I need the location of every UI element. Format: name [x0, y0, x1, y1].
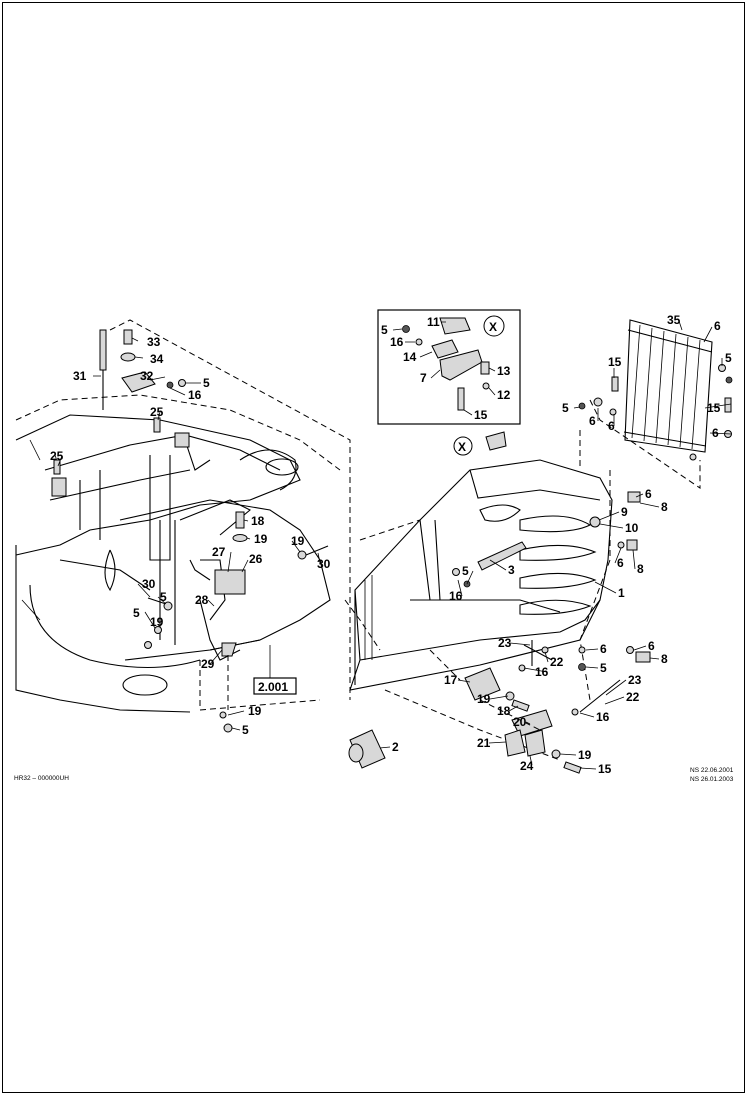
label-5: 5	[562, 401, 569, 415]
label-13: 13	[497, 364, 511, 378]
label-19: 19	[291, 534, 305, 548]
callout-marker-text: X	[458, 440, 466, 454]
label-20: 20	[513, 715, 527, 729]
label-7: 7	[420, 371, 427, 385]
drawing-code: HR32 – 000000UH	[14, 775, 69, 782]
label-6: 6	[589, 414, 596, 428]
label-3: 3	[508, 563, 515, 577]
reference-box: 2.001	[253, 677, 297, 695]
label-10: 10	[625, 521, 639, 535]
label-5: 5	[600, 661, 607, 675]
label-27: 27	[212, 545, 226, 559]
gas-strut-assembly	[53, 319, 351, 700]
label-34: 34	[150, 352, 164, 366]
label-18: 18	[497, 704, 511, 718]
label-11: 11	[427, 315, 440, 329]
label-5: 5	[133, 606, 140, 620]
footer-texts: HR32 – 000000UH NS 22.06.2001 NS 26.01.2…	[14, 767, 734, 783]
radiator-grille	[578, 319, 733, 489]
label-5: 5	[462, 564, 469, 578]
label-15: 15	[608, 355, 622, 369]
label-15: 15	[474, 408, 488, 422]
label-6: 6	[648, 639, 655, 653]
label-19: 19	[248, 704, 262, 718]
inset-marker-text: X	[489, 320, 497, 334]
label-25: 25	[150, 405, 164, 419]
label-16: 16	[390, 335, 404, 349]
label-6: 6	[608, 419, 615, 433]
label-23: 23	[498, 636, 512, 650]
reference-box-text: 2.001	[258, 680, 288, 694]
label-19: 19	[254, 532, 268, 546]
detail-callout: X	[453, 431, 507, 456]
label-23: 23	[628, 673, 642, 687]
label-5: 5	[160, 590, 167, 604]
label-22: 22	[550, 655, 564, 669]
label-17: 17	[444, 673, 458, 687]
label-5: 5	[381, 323, 388, 337]
label-30: 30	[142, 577, 156, 591]
label-6: 6	[714, 319, 721, 333]
chassis-frame	[15, 394, 341, 713]
label-32: 32	[140, 369, 154, 383]
label-12: 12	[497, 388, 511, 402]
label-19: 19	[150, 615, 164, 629]
label-19: 19	[578, 748, 592, 762]
label-16: 16	[188, 388, 202, 402]
label-26: 26	[249, 552, 263, 566]
label-6: 6	[617, 556, 624, 570]
revision-date-1: NS 22.06.2001	[690, 767, 734, 774]
label-21: 21	[477, 736, 491, 750]
label-15: 15	[707, 401, 721, 415]
label-1: 1	[618, 586, 625, 600]
label-8: 8	[637, 562, 644, 576]
label-9: 9	[621, 505, 628, 519]
label-19: 19	[477, 692, 491, 706]
label-29: 29	[201, 657, 215, 671]
lower-brackets	[429, 640, 651, 774]
revision-date-2: NS 26.01.2003	[690, 776, 734, 783]
label-31: 31	[73, 369, 87, 383]
label-24: 24	[520, 759, 534, 773]
label-16: 16	[449, 589, 463, 603]
label-15: 15	[598, 762, 612, 776]
label-5: 5	[203, 376, 210, 390]
label-8: 8	[661, 652, 668, 666]
label-14: 14	[403, 350, 417, 364]
label-33: 33	[147, 335, 161, 349]
label-6: 6	[600, 642, 607, 656]
label-6: 6	[645, 487, 652, 501]
label-16: 16	[535, 665, 549, 679]
label-16: 16	[596, 710, 610, 724]
engine-hood	[344, 459, 641, 761]
label-5: 5	[242, 723, 249, 737]
part-number-labels: 33 34 31 32 5 16 25 25 18 19 19 30 27 26…	[50, 313, 732, 776]
label-28: 28	[195, 593, 209, 607]
label-22: 22	[626, 690, 640, 704]
label-30: 30	[317, 557, 331, 571]
label-35: 35	[667, 313, 681, 327]
rubber-profile	[348, 729, 386, 769]
leader-lines	[57, 320, 732, 770]
label-8: 8	[661, 500, 668, 514]
label-5: 5	[725, 351, 732, 365]
label-2: 2	[392, 740, 399, 754]
label-18: 18	[251, 514, 265, 528]
